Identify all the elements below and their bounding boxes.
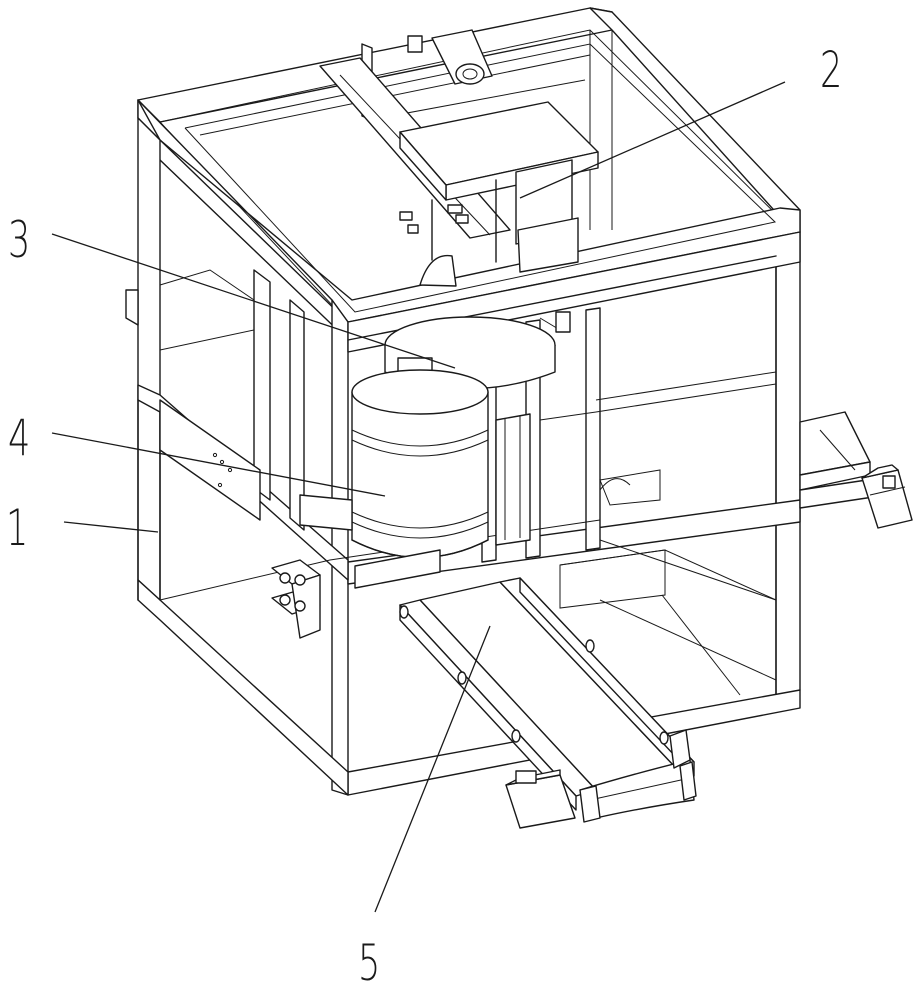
- front-conveyor: [400, 578, 696, 828]
- callout-5-conveyor: 5: [358, 938, 380, 988]
- callout-2-top-press: 2: [820, 45, 842, 95]
- callout-3-lid: 3: [8, 215, 30, 265]
- barrel: [352, 370, 488, 558]
- top-press-assembly: [320, 30, 598, 286]
- callout-4-barrel: 4: [8, 413, 30, 463]
- callout-1-frame: 1: [6, 503, 28, 553]
- side-clamps: [272, 560, 320, 638]
- right-conveyor: [800, 412, 912, 528]
